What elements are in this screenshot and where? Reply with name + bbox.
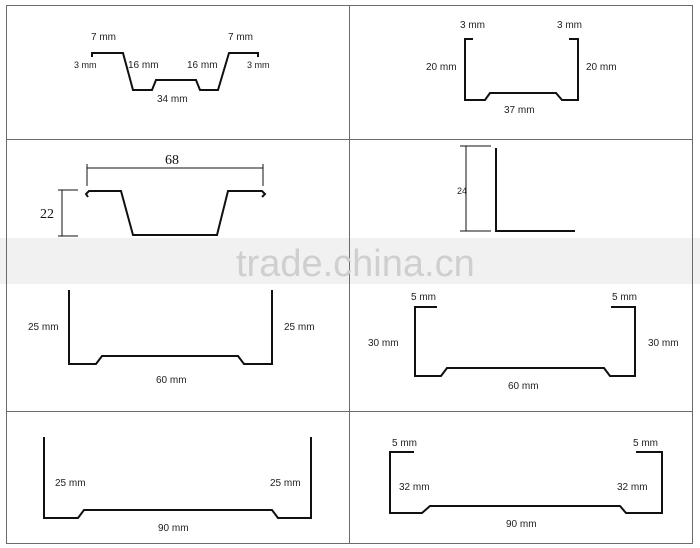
stud-60-panel: 5 mm 5 mm 30 mm 30 mm 60 mm xyxy=(368,292,679,392)
omega-profile-panel: 7 mm 7 mm 3 mm 3 mm 16 mm 16 mm 34 mm xyxy=(74,32,270,105)
track-90-panel: 25 mm 25 mm 90 mm xyxy=(43,437,312,534)
channel-37-label-flange-right: 3 mm xyxy=(557,20,582,31)
furring-68-panel: 68 22 xyxy=(40,153,267,237)
track-60-panel: 25 mm 25 mm 60 mm xyxy=(28,290,315,386)
stud-90-label-flange-right: 5 mm xyxy=(633,438,658,449)
stud-60-label-bottom: 60 mm xyxy=(508,381,539,392)
track-60-label-side-left: 25 mm xyxy=(28,322,59,333)
channel-37-label-side-right: 20 mm xyxy=(586,62,617,73)
channel-37-label-flange-left: 3 mm xyxy=(460,20,485,31)
panel-grid xyxy=(6,5,693,544)
track-90-shape xyxy=(43,437,312,519)
omega-label-lip-right: 3 mm xyxy=(247,60,270,70)
track-90-label-side-left: 25 mm xyxy=(55,478,86,489)
angle-24-shape xyxy=(495,148,575,232)
stud-90-panel: 5 mm 5 mm 32 mm 32 mm 90 mm xyxy=(389,438,663,530)
angle-label-height: 24 xyxy=(457,186,467,196)
channel-37-shape xyxy=(464,38,579,101)
furring-68-shape xyxy=(84,190,267,236)
channel-37-label-side-left: 20 mm xyxy=(426,62,457,73)
channel-37-label-bottom: 37 mm xyxy=(504,105,535,116)
watermark-text: trade.china.cn xyxy=(236,243,475,285)
stud-90-label-side-right: 32 mm xyxy=(617,482,648,493)
stud-90-label-flange-left: 5 mm xyxy=(392,438,417,449)
omega-label-web-right: 16 mm xyxy=(187,60,218,71)
stud-90-shape xyxy=(389,451,663,514)
track-60-label-side-right: 25 mm xyxy=(284,322,315,333)
omega-profile-shape xyxy=(91,52,259,91)
omega-label-top-left: 7 mm xyxy=(91,32,116,43)
stud-60-label-flange-right: 5 mm xyxy=(612,292,637,303)
stud-90-label-bottom: 90 mm xyxy=(506,519,537,530)
furring-label-width: 68 xyxy=(165,153,179,168)
track-60-label-bottom: 60 mm xyxy=(156,375,187,386)
channel-37-panel: 3 mm 3 mm 20 mm 20 mm 37 mm xyxy=(426,20,617,116)
track-90-label-bottom: 90 mm xyxy=(158,523,189,534)
omega-label-bottom: 34 mm xyxy=(157,94,188,105)
stud-60-shape xyxy=(414,306,636,377)
omega-label-lip-left: 3 mm xyxy=(74,60,97,70)
omega-label-top-right: 7 mm xyxy=(228,32,253,43)
stud-60-label-flange-left: 5 mm xyxy=(411,292,436,303)
angle-24-panel: 24 xyxy=(457,145,575,232)
stud-90-label-side-left: 32 mm xyxy=(399,482,430,493)
omega-label-web-left: 16 mm xyxy=(128,60,159,71)
track-90-label-side-right: 25 mm xyxy=(270,478,301,489)
stud-60-label-side-right: 30 mm xyxy=(648,338,679,349)
stud-60-label-side-left: 30 mm xyxy=(368,338,399,349)
furring-label-height: 22 xyxy=(40,207,54,222)
track-60-shape xyxy=(68,290,273,365)
